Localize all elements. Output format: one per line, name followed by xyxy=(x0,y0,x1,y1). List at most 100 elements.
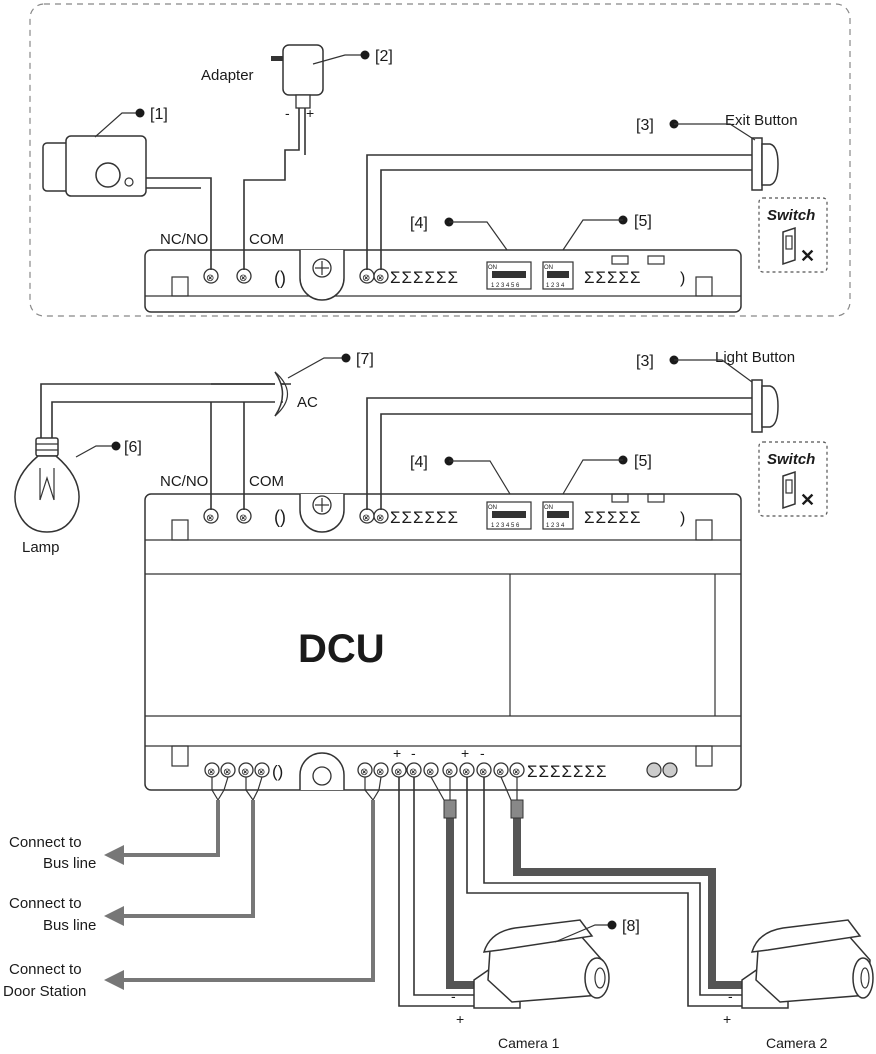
ac-source xyxy=(274,371,289,417)
dip4-on-top: ON xyxy=(544,265,553,271)
dip4-nums-bottom: 1 2 3 4 xyxy=(546,523,565,529)
ref-2: [2] xyxy=(375,48,393,65)
svg-text:ΣΣΣΣΣ: ΣΣΣΣΣ xyxy=(584,268,642,287)
dip6-on-bottom: ON xyxy=(488,505,497,511)
switch-box-top: ✕ xyxy=(758,197,828,273)
dcu-label: DCU xyxy=(298,627,385,671)
svg-text:⊗: ⊗ xyxy=(362,273,370,284)
ref-8: [8] xyxy=(622,918,640,935)
adapter-label: Adapter xyxy=(201,67,254,84)
com-label-top: COM xyxy=(249,231,284,248)
svg-text:⊗: ⊗ xyxy=(360,767,368,778)
camera-2 xyxy=(741,919,874,1009)
light-button-label: Light Button xyxy=(715,349,795,366)
svg-text:✕: ✕ xyxy=(800,490,815,510)
ref-1: [1] xyxy=(150,106,168,123)
com-label-bottom: COM xyxy=(249,473,284,490)
svg-text:⊗: ⊗ xyxy=(206,513,214,524)
cam1-minus: - xyxy=(451,988,456,1004)
ref-6: [6] xyxy=(124,439,142,456)
connect-3-line1: Connect to xyxy=(9,961,82,978)
svg-text:⊗: ⊗ xyxy=(376,513,384,524)
svg-text:⊗: ⊗ xyxy=(445,767,453,778)
cam2-minus: - xyxy=(728,988,733,1004)
svg-text:⊗: ⊗ xyxy=(207,767,215,778)
dip4-on-bottom: ON xyxy=(544,505,553,511)
dip6-nums-top: 1 2 3 4 5 6 xyxy=(491,283,520,289)
svg-text:(): () xyxy=(274,507,286,527)
dcu-top-terminals: ⊗ ⊗ () ⊗ ⊗ ΣΣΣΣΣΣ ON 1 2 3 4 5 6 ON 1 2 … xyxy=(203,493,685,530)
camera-2-label: Camera 2 xyxy=(766,1035,828,1051)
svg-text:): ) xyxy=(680,270,685,287)
switch-box-bottom: ✕ xyxy=(758,441,828,517)
top-dcu-terminal-strip: ⊗ ⊗ () ⊗ ⊗ ΣΣΣΣΣΣ ON 1 2 3 4 5 6 ON 1 2 … xyxy=(144,249,742,313)
bus-line-wires xyxy=(104,776,382,990)
switch-label-top: Switch xyxy=(767,207,815,224)
svg-text:(): () xyxy=(274,268,286,288)
svg-text:⊗: ⊗ xyxy=(257,767,265,778)
connect-1-line2: Bus line xyxy=(43,855,96,872)
svg-text:ΣΣΣΣΣ: ΣΣΣΣΣ xyxy=(584,508,642,527)
svg-text:⊗: ⊗ xyxy=(376,273,384,284)
ref-5-bottom: [5] xyxy=(634,453,652,470)
svg-text:⊗: ⊗ xyxy=(512,767,520,778)
minus-cam2: - xyxy=(480,745,485,761)
svg-text:⊗: ⊗ xyxy=(241,767,249,778)
svg-text:): ) xyxy=(680,510,685,527)
connect-2-line2: Bus line xyxy=(43,917,96,934)
adapter-minus: - xyxy=(285,105,290,121)
connect-3-line2: Door Station xyxy=(3,983,86,1000)
ac-label: AC xyxy=(297,394,318,411)
svg-text:⊗: ⊗ xyxy=(462,767,470,778)
svg-text:⊗: ⊗ xyxy=(496,767,504,778)
plus-cam2: + xyxy=(461,745,469,761)
svg-text:ΣΣΣΣΣΣΣ: ΣΣΣΣΣΣΣ xyxy=(527,762,608,781)
ref-3-bottom: [3] xyxy=(636,353,654,370)
ref-5-top: [5] xyxy=(634,213,652,230)
svg-text:⊗: ⊗ xyxy=(239,513,247,524)
connect-2-line1: Connect to xyxy=(9,895,82,912)
ref-3-top: [3] xyxy=(636,117,654,134)
top-dashed-frame xyxy=(29,3,851,317)
svg-text:⊗: ⊗ xyxy=(426,767,434,778)
adapter-plus: + xyxy=(306,105,314,121)
dip6-on-top: ON xyxy=(488,265,497,271)
ref-4-bottom: [4] xyxy=(410,454,428,471)
exit-button-label: Exit Button xyxy=(725,112,798,129)
svg-text:⊗: ⊗ xyxy=(376,767,384,778)
nc-no-label-bottom: NC/NO xyxy=(160,473,208,490)
svg-text:⊗: ⊗ xyxy=(206,273,214,284)
svg-text:ΣΣΣΣΣΣ: ΣΣΣΣΣΣ xyxy=(390,268,459,287)
light-button xyxy=(751,379,779,433)
dip6-nums-bottom: 1 2 3 4 5 6 xyxy=(491,523,520,529)
ref-4-top: [4] xyxy=(410,215,428,232)
svg-text:⊗: ⊗ xyxy=(479,767,487,778)
nc-no-label-top: NC/NO xyxy=(160,231,208,248)
connect-1-line1: Connect to xyxy=(9,834,82,851)
lamp-label: Lamp xyxy=(22,539,60,556)
electric-lock xyxy=(42,135,147,197)
cam1-plus: + xyxy=(456,1011,464,1027)
svg-text:⊗: ⊗ xyxy=(223,767,231,778)
exit-button xyxy=(751,137,779,191)
switch-label-bottom: Switch xyxy=(767,451,815,468)
svg-text:⊗: ⊗ xyxy=(362,513,370,524)
plus-cam1: + xyxy=(393,745,401,761)
power-adapter xyxy=(271,44,324,109)
minus-cam1: - xyxy=(411,745,416,761)
cam2-plus: + xyxy=(723,1011,731,1027)
camera-1-label: Camera 1 xyxy=(498,1035,560,1051)
svg-text:⊗: ⊗ xyxy=(394,767,402,778)
camera-wires xyxy=(398,776,748,1007)
svg-text:⊗: ⊗ xyxy=(239,273,247,284)
svg-text:ΣΣΣΣΣΣ: ΣΣΣΣΣΣ xyxy=(390,508,459,527)
camera-1 xyxy=(473,919,610,1009)
dcu-module xyxy=(144,493,742,791)
svg-text:✕: ✕ xyxy=(800,246,815,266)
svg-text:⊗: ⊗ xyxy=(409,767,417,778)
ref-7: [7] xyxy=(356,351,374,368)
lamp xyxy=(14,437,80,533)
dip4-nums-top: 1 2 3 4 xyxy=(546,283,565,289)
svg-text:(): () xyxy=(272,762,283,781)
